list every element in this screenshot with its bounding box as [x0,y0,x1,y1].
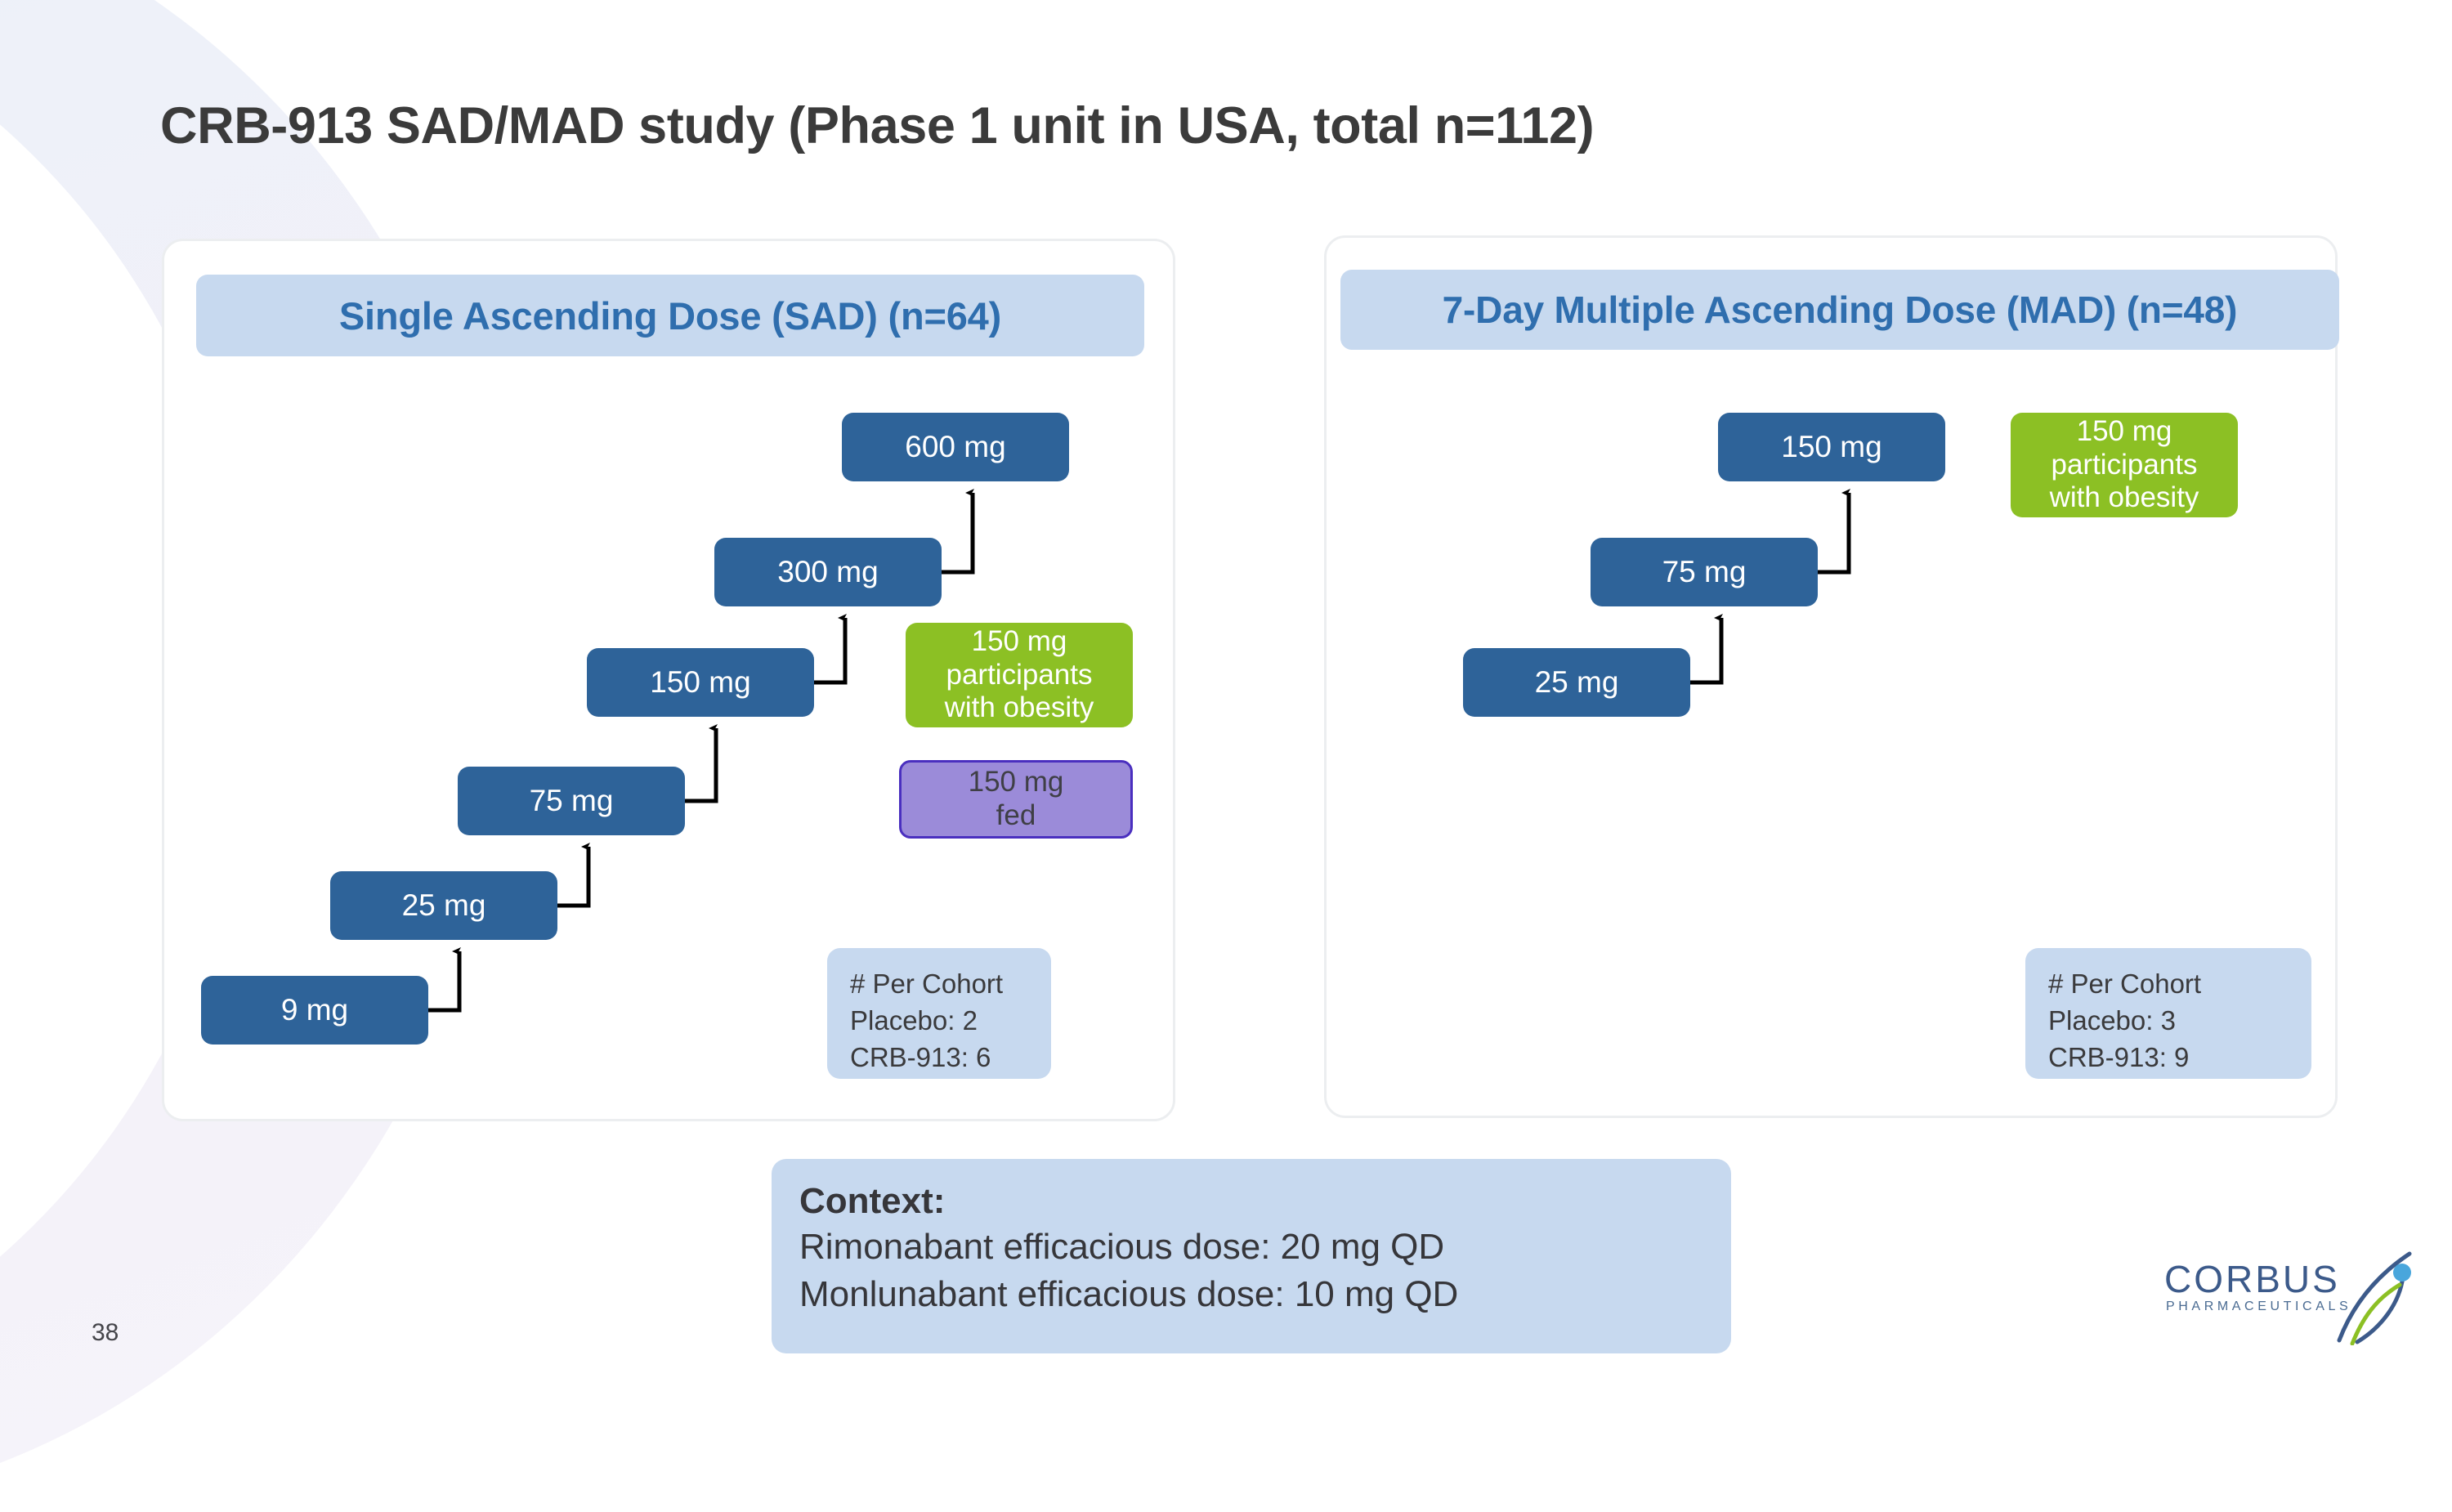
panel-header-sad: Single Ascending Dose (SAD) (n=64) [196,275,1144,356]
sad-cohort-placebo: Placebo: 2 [850,1004,978,1036]
context-box: Context: Rimonabant efficacious dose: 20… [772,1159,1731,1353]
sad-dose-box-75mg[interactable]: 75 mg [458,767,685,835]
corbus-wordmark: CORBUS [2164,1258,2340,1300]
page-number: 38 [92,1319,119,1346]
context-line-monlunabant: Monlunabant efficacious dose: 10 mg QD [799,1273,1459,1314]
mad-cohort-placebo: Placebo: 3 [2048,1004,2176,1036]
sad-fed-note[interactable]: 150 mg fed [899,760,1133,839]
mad-obesity-note-line3: with obesity [2049,481,2199,514]
sad-dose-box-600mg[interactable]: 600 mg [842,413,1069,481]
sad-dose-box-300mg[interactable]: 300 mg [714,538,942,606]
context-line-rimonabant: Rimonabant efficacious dose: 20 mg QD [799,1227,1445,1268]
sad-cohort-drug: CRB-913: 6 [850,1041,991,1072]
mad-cohort-box: # Per Cohort Placebo: 3 CRB-913: 9 [2025,948,2311,1079]
corbus-figure-icon [2337,1251,2412,1345]
sad-obesity-note-line1: 150 mg [971,624,1067,657]
sad-dose-box-150mg[interactable]: 150 mg [587,648,814,717]
sad-cohort-box: # Per Cohort Placebo: 2 CRB-913: 6 [827,948,1051,1079]
sad-cohort-heading: # Per Cohort [850,968,1004,999]
sad-dose-box-25mg[interactable]: 25 mg [330,871,557,940]
sad-obesity-note[interactable]: 150 mg participants with obesity [906,623,1133,727]
sad-dose-box-9mg[interactable]: 9 mg [201,976,428,1045]
mad-dose-box-75mg[interactable]: 75 mg [1591,538,1818,606]
corbus-logo: CORBUS PHARMACEUTICALS [2164,1249,2418,1345]
mad-obesity-note-line2: participants [2051,448,2198,481]
sad-obesity-note-line2: participants [946,658,1093,691]
mad-obesity-note-line1: 150 mg [2076,414,2172,447]
slide-canvas: CRB-913 SAD/MAD study (Phase 1 unit in U… [92,97,2418,1353]
page-title: CRB-913 SAD/MAD study (Phase 1 unit in U… [160,97,1595,154]
mad-cohort-drug: CRB-913: 9 [2048,1041,2190,1072]
panel-header-mad: 7-Day Multiple Ascending Dose (MAD) (n=4… [1340,270,2339,350]
sad-fed-note-line2: fed [996,799,1036,831]
corbus-subword: PHARMACEUTICALS [2166,1300,2352,1313]
mad-cohort-heading: # Per Cohort [2048,968,2202,999]
sad-obesity-note-line3: with obesity [944,691,1094,724]
sad-fed-note-line1: 150 mg [968,766,1064,798]
mad-dose-box-25mg[interactable]: 25 mg [1463,648,1690,717]
context-heading: Context: [799,1181,946,1221]
mad-dose-box-150mg[interactable]: 150 mg [1718,413,1945,481]
mad-obesity-note[interactable]: 150 mg participants with obesity [2011,413,2238,517]
